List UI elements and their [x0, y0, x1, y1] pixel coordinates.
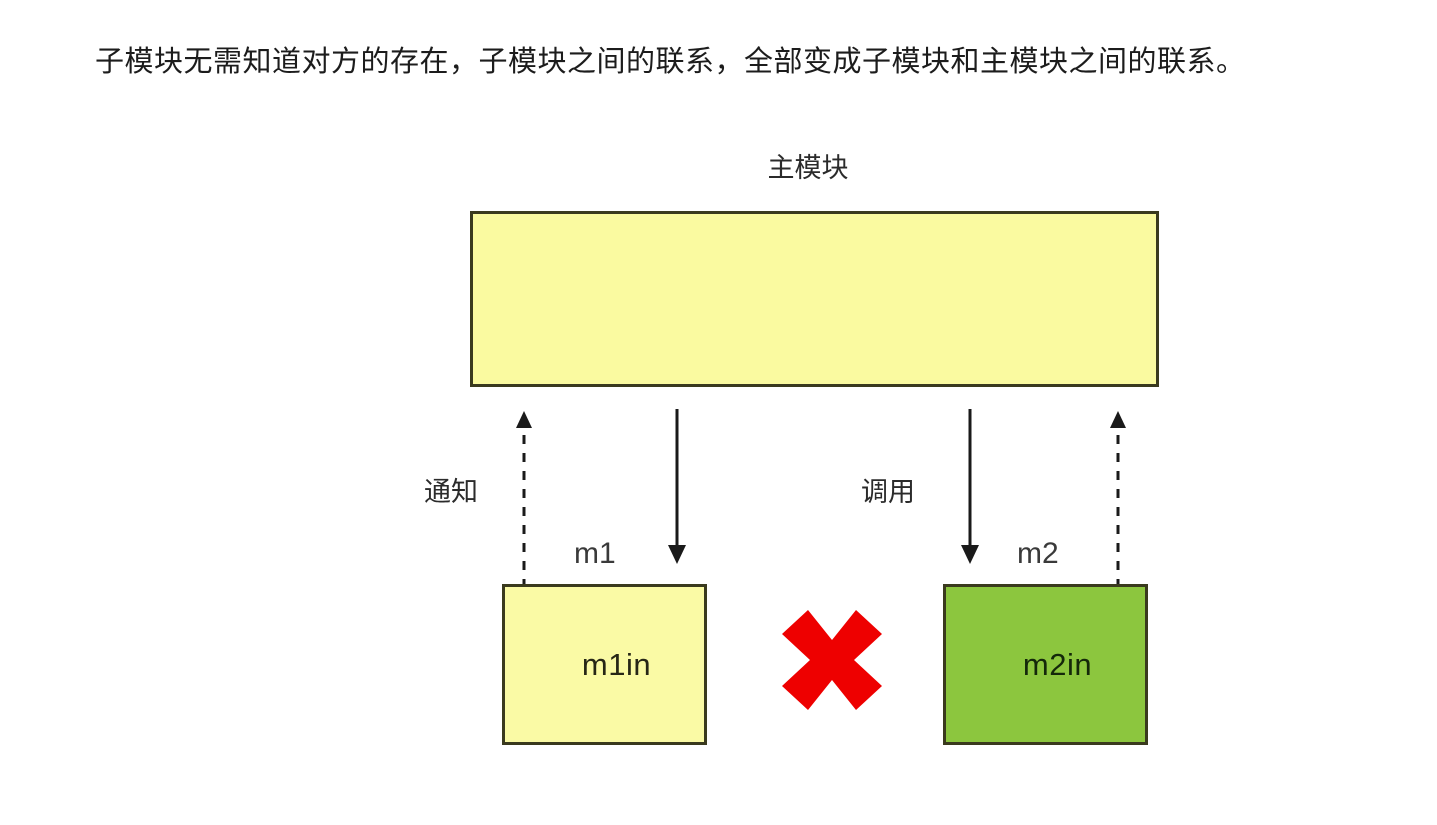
edge-label-notify: 通知	[424, 477, 478, 507]
call-m2-arrow-down-solid	[961, 409, 979, 564]
sub-module-name-m2: m2	[1017, 537, 1059, 570]
red-cross-mark-icon	[782, 610, 882, 710]
notify-m2-arrow-up-dashed	[1110, 411, 1126, 588]
page-title: 子模块无需知道对方的存在，子模块之间的联系，全部变成子模块和主模块之间的联系。	[95, 46, 1246, 78]
sub-module-box-m2in: m2in	[943, 584, 1148, 745]
sub-module-box-m1in: m1in	[502, 584, 707, 745]
main-module-box	[470, 211, 1159, 387]
main-module-caption: 主模块	[767, 153, 849, 183]
sub-module-box-label-m1in: m1in	[581, 646, 652, 682]
edge-label-call: 调用	[861, 477, 915, 507]
notify-m1-arrow-up-dashed	[516, 411, 532, 588]
sub-module-box-label-m2in: m2in	[1022, 646, 1093, 682]
sub-module-name-m1: m1	[574, 537, 616, 570]
call-m1-arrow-down-solid	[668, 409, 686, 564]
